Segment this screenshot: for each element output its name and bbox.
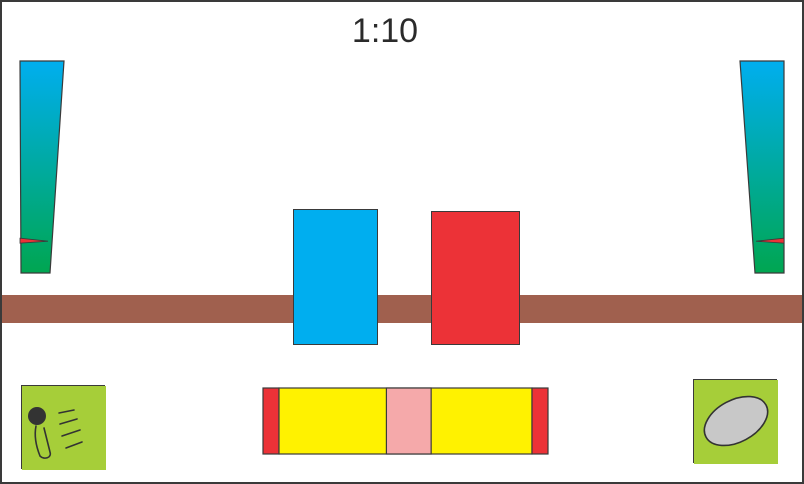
left-stamina-meter	[19, 60, 65, 274]
ground-strip	[2, 295, 802, 323]
right-meter-marker	[755, 237, 785, 244]
red-player[interactable]	[431, 211, 520, 345]
kick-button[interactable]	[21, 385, 106, 470]
kick-icon-motion-line	[61, 429, 81, 437]
right-meter-graphic	[739, 60, 785, 274]
power-bar-left-cap	[262, 387, 280, 455]
power-bar-right-cap	[531, 387, 549, 455]
right-meter-body	[739, 60, 785, 274]
blue-player[interactable]	[293, 209, 378, 345]
kick-icon-motion-line	[59, 418, 78, 425]
power-bar-target-zone	[385, 387, 432, 455]
ball-icon-shape	[703, 395, 769, 447]
kick-icon-motion-line	[65, 441, 83, 449]
ground-graphic	[2, 295, 802, 323]
left-meter-marker	[19, 237, 49, 244]
power-bar[interactable]	[262, 387, 549, 455]
ground-rect	[2, 295, 802, 323]
ball-icon	[694, 380, 778, 464]
left-meter-body	[19, 60, 65, 274]
match-timer: 1:10	[351, 12, 419, 50]
ball-button[interactable]	[693, 379, 778, 464]
right-stamina-meter	[739, 60, 785, 274]
power-bar-graphic	[262, 387, 549, 455]
kick-icon	[22, 386, 106, 470]
kick-icon-leg	[34, 425, 52, 459]
kick-icon-motion-line	[58, 409, 75, 414]
kick-icon-head	[28, 407, 46, 425]
left-meter-graphic	[19, 60, 65, 274]
kick-button-bg	[22, 386, 106, 470]
